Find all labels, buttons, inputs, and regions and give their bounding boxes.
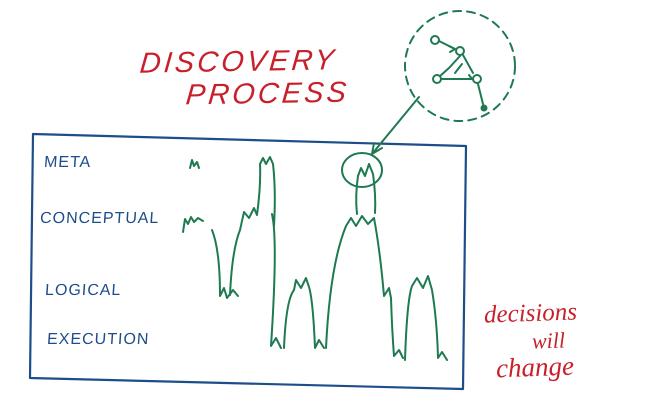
meta-zoom-circle bbox=[341, 152, 383, 188]
note-line-3: change bbox=[495, 350, 575, 384]
zoom-arrow bbox=[371, 96, 420, 155]
graph-node bbox=[472, 74, 482, 84]
conceptual-start bbox=[182, 216, 204, 233]
levels-frame bbox=[28, 132, 468, 391]
graph-node bbox=[480, 104, 488, 112]
graph-arrowheads bbox=[448, 45, 473, 80]
graph-edges bbox=[438, 40, 484, 105]
graph-node bbox=[430, 35, 440, 45]
level-label-conceptual: CONCEPTUAL bbox=[39, 210, 160, 227]
path-segment-3 bbox=[325, 215, 448, 361]
note-line-1: decisions bbox=[483, 298, 578, 329]
meta-tick bbox=[189, 159, 200, 169]
discovery-path bbox=[182, 10, 516, 361]
level-label-execution: EXECUTION bbox=[46, 331, 150, 348]
level-label-meta: META bbox=[43, 154, 92, 171]
path-segment-1 bbox=[211, 156, 282, 349]
level-label-logical: LOGICAL bbox=[44, 282, 122, 299]
zoom-bubble bbox=[404, 10, 516, 122]
graph-node bbox=[455, 46, 465, 56]
path-segment-2 bbox=[283, 277, 325, 349]
path-segment-meta bbox=[355, 163, 377, 215]
